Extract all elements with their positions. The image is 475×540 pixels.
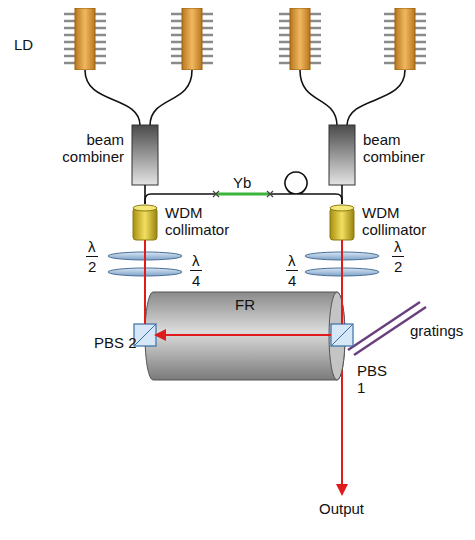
connector [145, 172, 342, 204]
wdm-collimator-outline [133, 204, 157, 240]
shape-part [329, 125, 355, 185]
connector [156, 335, 331, 336]
device-label: LD [14, 36, 33, 53]
fraction-bar [86, 257, 404, 271]
laser-diode [171, 8, 213, 70]
wave-plate-symbol: 2 [88, 258, 96, 275]
label-holder: λ [288, 252, 296, 269]
shape-part [330, 205, 354, 211]
pump-fiber [85, 70, 140, 125]
polarizing-beam-splitter-outline [331, 324, 353, 346]
shape-part [330, 208, 354, 240]
shape-part [331, 324, 353, 346]
label-holder: λ [192, 252, 200, 269]
polarizing-beam-splitter: PBS 1 [331, 324, 353, 346]
component-label: beam combiner [363, 131, 439, 165]
label-holder: λ [88, 238, 96, 255]
wdm-collimator-outline [330, 204, 354, 240]
component-label: FR [235, 296, 255, 313]
beam-combiner-outline [132, 125, 158, 185]
wave-plate-symbol: 4 [192, 272, 200, 289]
component-label: PBS 1 [357, 362, 387, 396]
shape-part [145, 292, 345, 380]
edge-label: Yb [231, 174, 253, 191]
connector-line [145, 172, 342, 204]
wave-plate [108, 252, 379, 276]
label-holder: FR [235, 296, 255, 313]
connector [145, 240, 146, 324]
gain-fiber [216, 193, 270, 196]
label-holder: 2 [394, 258, 402, 275]
label-holder: Yb [231, 174, 253, 191]
connector-line [144, 240, 146, 324]
laser-diode [279, 8, 321, 70]
connector [342, 240, 343, 324]
wave-plate-symbol: 4 [288, 272, 296, 289]
connector-line [341, 240, 343, 324]
component-label: PBS 2 [94, 334, 137, 351]
fraction-bar [392, 256, 404, 257]
beam-combiner-outline [329, 125, 355, 185]
label-holder: LD [14, 36, 33, 53]
grating [348, 302, 420, 350]
polarizing-beam-splitter-outline [134, 324, 156, 346]
label-holder: Output [319, 500, 364, 517]
pump-fiber [300, 70, 337, 125]
wdm-collimator: WDM collimator [330, 204, 354, 240]
component-label: WDM collimator [362, 204, 442, 238]
shape-part [133, 208, 157, 240]
label-holder: PBS 1 [357, 362, 387, 396]
fraction-bar [86, 256, 98, 257]
label-holder: 4 [288, 272, 296, 289]
splice-mark [267, 191, 273, 197]
component-label: WDM collimator [165, 204, 245, 238]
fraction-bar [190, 270, 202, 271]
label-holder: beam combiner [363, 131, 439, 165]
connector-line [156, 334, 331, 336]
component-label: beam combiner [52, 131, 124, 165]
beam-combiner: beam combiner [329, 125, 355, 185]
wave-plate-symbol: λ [192, 252, 200, 269]
shape-part [134, 324, 156, 346]
laser-diode [64, 8, 426, 70]
label-holder: beam combiner [52, 131, 124, 165]
label-holder: λ [394, 238, 402, 255]
laser-diode [64, 8, 106, 70]
component-label: gratings [410, 322, 463, 339]
fraction-bar [286, 270, 298, 271]
label-holder: 2 [88, 258, 96, 275]
pump-fiber [347, 70, 405, 125]
splice-mark [213, 191, 219, 197]
pump-fiber [85, 70, 405, 125]
beam-combiner: beam combiner [132, 125, 158, 185]
shape-part [331, 324, 353, 346]
output-label: Output [319, 500, 364, 517]
shape-part [132, 125, 158, 185]
polarizing-beam-splitter: PBS 2 [134, 324, 156, 346]
wave-plate-symbol: λ [394, 238, 402, 255]
pump-fiber [150, 70, 192, 125]
label-holder: PBS 2 [94, 334, 137, 351]
wave-plate-symbol: λ [288, 252, 296, 269]
label-holder: 4 [192, 272, 200, 289]
wave-plate-symbol: λ [88, 238, 96, 255]
wave-plate-symbol: 2 [394, 258, 402, 275]
shape-part [133, 205, 157, 211]
shape-part [134, 324, 156, 346]
wdm-collimator: WDM collimator [133, 204, 157, 240]
label-holder: gratings [410, 322, 463, 339]
label-holder: WDM collimator [165, 204, 245, 238]
label-holder: WDM collimator [362, 204, 442, 238]
laser-diode [384, 8, 426, 70]
